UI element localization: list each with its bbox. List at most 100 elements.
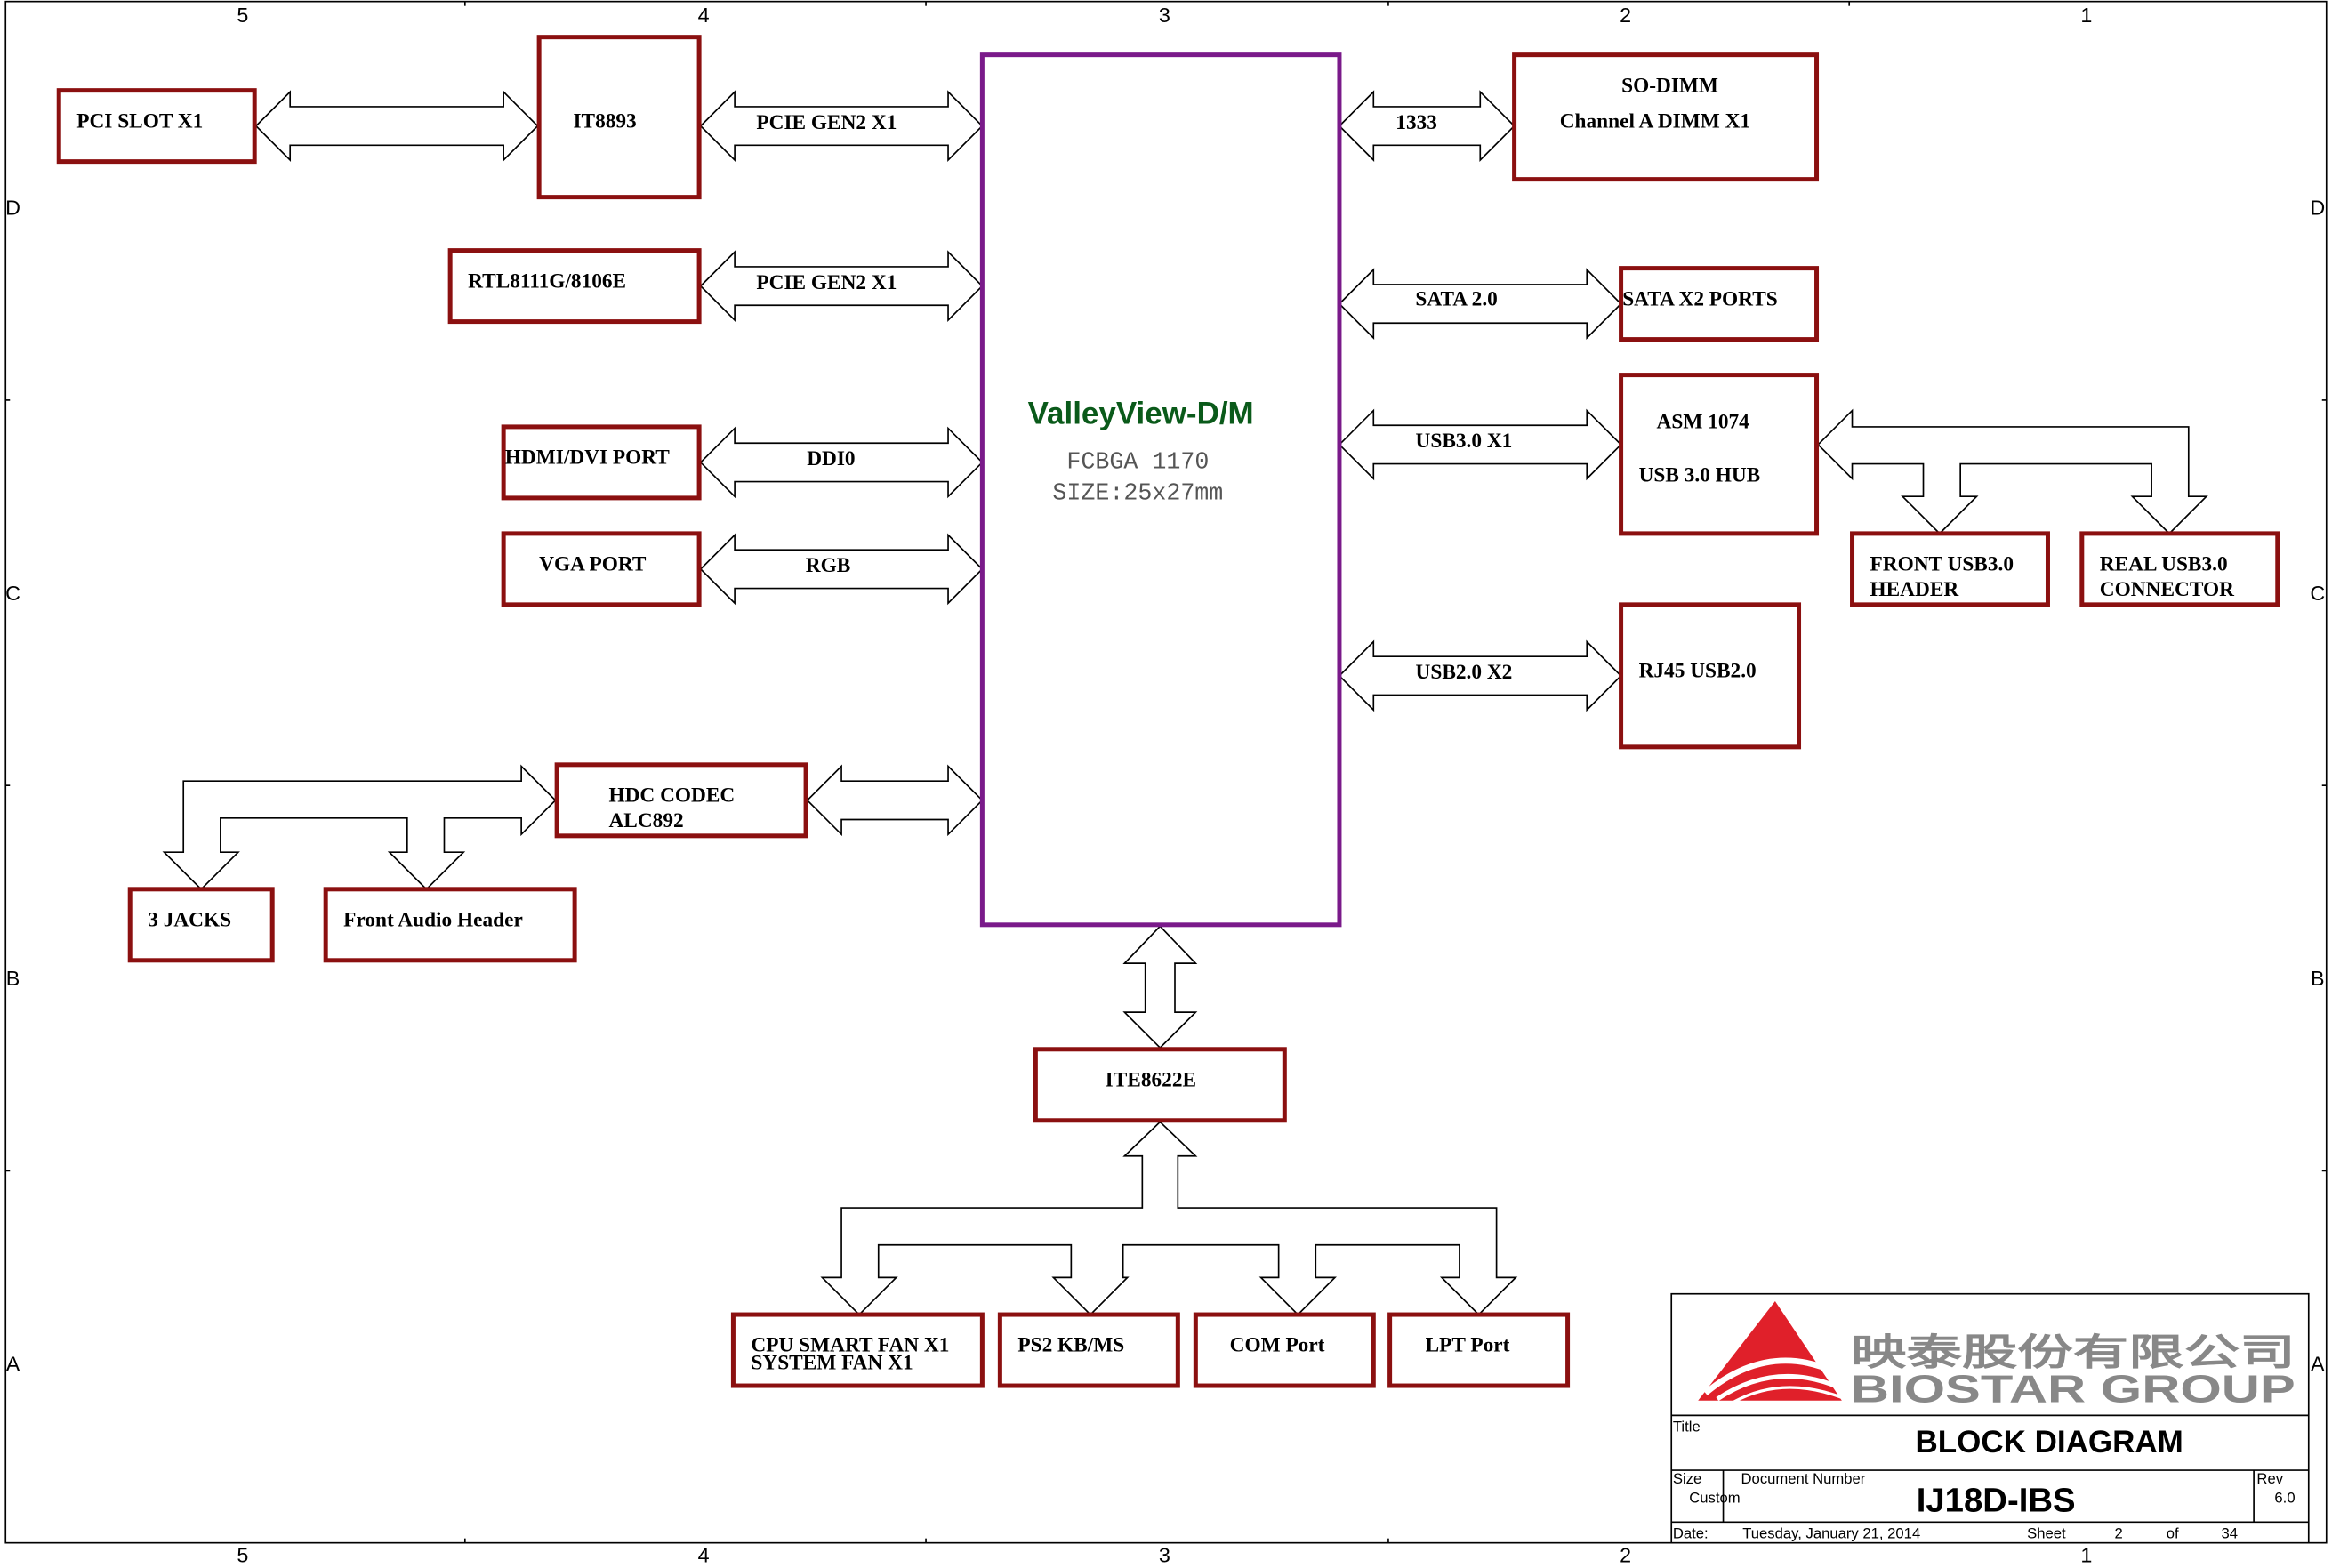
it8893-box (536, 35, 702, 200)
row-marker-right-c: C (2310, 582, 2325, 605)
cpu-fan-box (730, 1312, 985, 1388)
date-field-label: Date: (1673, 1525, 1709, 1542)
row-marker-right-a: A (2311, 1352, 2325, 1375)
col-marker-bottom-3: 3 (1159, 1543, 1170, 1566)
vga-label: VGA PORT (539, 553, 647, 576)
real-usb3-label-2: CONNECTOR (2100, 578, 2235, 601)
size-value: Custom (1689, 1490, 1740, 1507)
label-sata2: SATA 2.0 (1415, 287, 1497, 310)
row-marker-left-d: D (5, 197, 20, 220)
sodimm-label-1: SO-DIMM (1621, 74, 1718, 97)
title-field-label: Title (1673, 1419, 1701, 1435)
hdmi-label: HDMI/DVI PORT (505, 446, 670, 470)
col-marker-bottom-5: 5 (237, 1543, 248, 1566)
sata-ports-box (1619, 266, 1820, 342)
sheet-border (4, 0, 2328, 1544)
bus-arrows (162, 90, 2208, 1316)
vga-box (501, 531, 702, 607)
arrow-ite-to-peripherals (820, 1121, 1518, 1316)
lpt-box (1387, 1312, 1571, 1388)
document-number-label: Document Number (1741, 1470, 1866, 1487)
label-rgb: RGB (806, 554, 851, 577)
arrow-codec-cpu (806, 764, 984, 837)
rtl-box (447, 248, 702, 325)
biostar-logo-icon (1698, 1301, 1843, 1403)
ps2-label: PS2 KB/MS (1017, 1334, 1124, 1357)
asm-label-2: USB 3.0 HUB (1639, 464, 1761, 487)
label-pcie-gen2-it8893: PCIE GEN2 X1 (756, 111, 897, 134)
jacks-label: 3 JACKS (148, 908, 231, 931)
sheet-of-label: of (2167, 1525, 2179, 1542)
front-usb3-label-2: HEADER (1870, 578, 1960, 601)
rev-value: 6.0 (2274, 1490, 2295, 1507)
col-marker-bottom-2: 2 (1620, 1543, 1631, 1566)
real-usb3-label-1: REAL USB3.0 (2100, 553, 2228, 576)
col-marker-top-3: 3 (1159, 4, 1170, 27)
label-ddi0: DDI0 (807, 447, 855, 470)
col-marker-top-2: 2 (1620, 4, 1631, 27)
company-name-en: BIOSTAR GROUP (1851, 1368, 2296, 1411)
sheet-number: 2 (2114, 1525, 2122, 1542)
front-audio-box (323, 887, 577, 963)
front-usb3-label-1: FRONT USB3.0 (1870, 553, 2014, 576)
col-marker-bottom-1: 1 (2080, 1543, 2092, 1566)
arrow-pci-it8893 (254, 90, 539, 162)
lpt-label: LPT Port (1426, 1334, 1510, 1357)
cpu-package: FCBGA 1170 (1066, 450, 1209, 477)
ite-box (1033, 1047, 1287, 1123)
block-labels: PCI SLOT X1 IT8893 RTL8111G/8106E HDMI/D… (76, 74, 2235, 1374)
jacks-box (127, 887, 275, 963)
asm-box (1619, 373, 1820, 536)
sata-ports-label: SATA X2 PORTS (1622, 287, 1778, 310)
ps2-box (997, 1312, 1180, 1388)
arrow-cpu-ite (1122, 925, 1198, 1049)
rj45-label: RJ45 USB2.0 (1639, 660, 1757, 683)
row-marker-right-b: B (2311, 967, 2325, 990)
it8893-label: IT8893 (573, 109, 636, 133)
front-audio-label: Front Audio Header (343, 908, 523, 931)
rtl-label: RTL8111G/8106E (468, 269, 626, 293)
sodimm-box (1512, 52, 1820, 182)
cpu-name: ValleyView-D/M (1028, 397, 1254, 431)
label-usb3-x1: USB3.0 X1 (1416, 430, 1513, 453)
arrow-codec-to-audio (162, 764, 557, 890)
title-block: 映泰股份有限公司 BIOSTAR GROUP Title BLOCK DIAGR… (1670, 1292, 2310, 1544)
sheet-total: 34 (2221, 1525, 2238, 1542)
drawing-title: BLOCK DIAGRAM (1916, 1425, 2183, 1459)
sheet-field-label: Sheet (2027, 1525, 2066, 1542)
col-marker-bottom-4: 4 (698, 1543, 710, 1566)
column-markers: 5 4 3 2 1 5 4 3 2 1 (237, 4, 2092, 1566)
real-usb3-box (2079, 531, 2280, 607)
date-value: Tuesday, January 21, 2014 (1742, 1525, 1920, 1542)
sodimm-label-2: Channel A DIMM X1 (1560, 109, 1750, 133)
front-usb3-box (1850, 531, 2050, 607)
hdc-codec-label-2: ALC892 (608, 809, 683, 832)
cpu-block: ValleyView-D/M FCBGA 1170 SIZE:25x27mm (979, 52, 1342, 928)
asm-label-1: ASM 1074 (1657, 411, 1750, 434)
arrow-asm-to-usb3 (1817, 408, 2208, 535)
col-marker-top-1: 1 (2080, 4, 2092, 27)
label-usb2-x2: USB2.0 X2 (1416, 661, 1513, 684)
cpu-fan-label-2: SYSTEM FAN X1 (751, 1352, 913, 1375)
rj45-box (1619, 602, 1802, 750)
cpu-size: SIZE:25x27mm (1052, 481, 1223, 508)
row-marker-left-b: B (6, 967, 20, 990)
col-marker-top-5: 5 (237, 4, 248, 27)
peripheral-blocks (56, 35, 2280, 1388)
cpu-fan-label-1: CPU SMART FAN X1 (751, 1334, 949, 1357)
hdmi-box (501, 424, 702, 501)
row-marker-left-a: A (6, 1352, 20, 1375)
row-markers: D C B A D C B A (5, 197, 2325, 1376)
pci-slot-box (56, 88, 257, 165)
cpu-outline (979, 52, 1342, 928)
rev-field-label: Rev (2256, 1470, 2283, 1487)
company-name-cn: 映泰股份有限公司 (1851, 1331, 2296, 1374)
bus-labels: PCIE GEN2 X1 PCIE GEN2 X1 DDI0 RGB 1333 … (756, 111, 1512, 684)
col-marker-top-4: 4 (698, 4, 710, 27)
label-1333: 1333 (1395, 111, 1437, 134)
size-field-label: Size (1673, 1470, 1701, 1487)
com-label: COM Port (1230, 1334, 1325, 1357)
row-marker-right-d: D (2310, 197, 2325, 220)
document-number: IJ18D-IBS (1917, 1482, 2076, 1520)
